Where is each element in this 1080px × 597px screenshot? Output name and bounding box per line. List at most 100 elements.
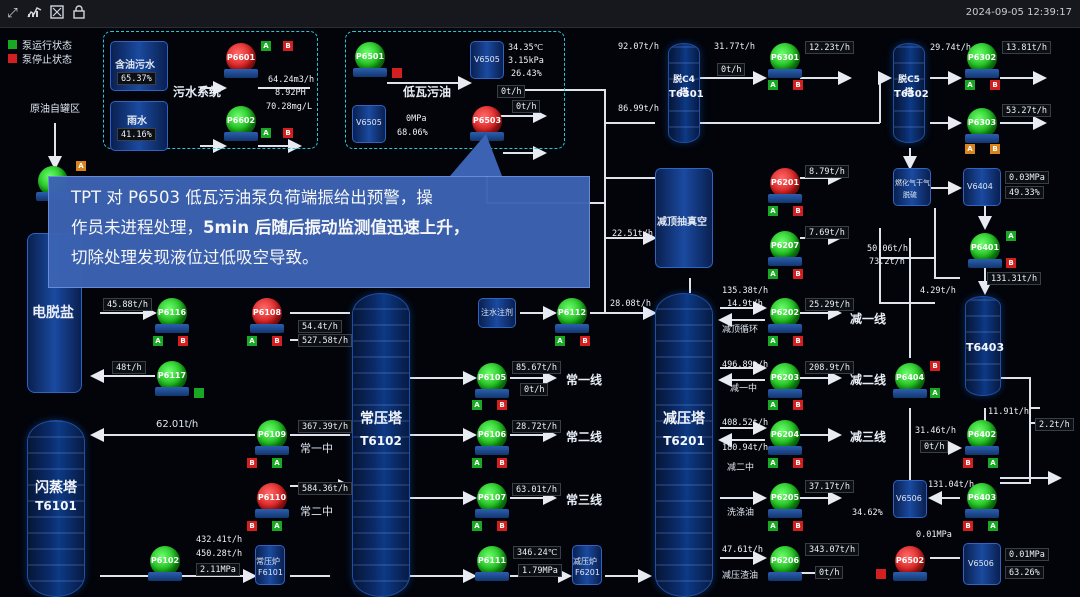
p6207-a: A xyxy=(768,269,778,279)
p6204-b: B xyxy=(793,458,803,468)
pump-p6204[interactable]: P6204 xyxy=(768,420,802,455)
atm-furnace-f6101[interactable] xyxy=(255,545,285,585)
legend-running: 泵运行状态 xyxy=(22,41,72,52)
legend-stopped: 泵停止状态 xyxy=(22,55,72,66)
oily-water-tank[interactable]: 含油污水 65.37% xyxy=(110,41,168,91)
p6404-b: B xyxy=(930,361,940,371)
pump-p6202[interactable]: P6202 xyxy=(768,298,802,333)
p6108-flow1: 54.4t/h xyxy=(298,320,342,333)
p6112-a: A xyxy=(555,336,565,346)
pump-p6403[interactable]: P6403 xyxy=(965,483,999,518)
pump-p6601-b: B xyxy=(283,41,293,51)
desalter-label: 电脱盐 xyxy=(32,305,74,321)
pump-p6205[interactable]: P6205 xyxy=(768,483,802,518)
dry-gas-desulfur[interactable]: 燃化气干气 脱硫 xyxy=(893,168,931,206)
pump-p6106[interactable]: P6106 xyxy=(475,420,509,455)
p6105-flow1: 85.67t/h xyxy=(512,361,561,374)
chart-icon[interactable] xyxy=(26,5,43,22)
vessel-v6505-a[interactable]: V6505 xyxy=(352,105,386,143)
p6108-b: B xyxy=(272,336,282,346)
vac-tower-t6201[interactable]: 减压塔 T6201 xyxy=(655,293,713,597)
atm-tower-t6102[interactable]: 常压塔 T6102 xyxy=(352,293,410,597)
pump-p6302[interactable]: P6302 xyxy=(965,43,999,78)
p6108-a: A xyxy=(247,336,257,346)
p6111-press: 1.79MPa xyxy=(518,564,562,577)
p6203-a: A xyxy=(768,400,778,410)
pump-p6503[interactable]: P6503 xyxy=(470,106,504,141)
p6109-return-flow: 62.01t/h xyxy=(156,419,199,430)
pump-p6203[interactable]: P6203 xyxy=(768,363,802,398)
pump-p6201[interactable]: P6201 xyxy=(768,168,802,203)
c4-tower-t6301[interactable]: 脱C4塔 T6301 xyxy=(668,43,704,143)
pump-p6107[interactable]: P6107 xyxy=(475,483,509,518)
pump-p6207[interactable]: P6207 xyxy=(768,231,802,266)
pump-p6602-b: B xyxy=(283,128,293,138)
lock-icon[interactable] xyxy=(70,5,87,22)
pump-p6601[interactable]: P6601 xyxy=(224,43,258,78)
crude-tank-label: 原油自罐区 xyxy=(30,104,80,115)
p6205-a: A xyxy=(768,521,778,531)
vessel-v6505-b[interactable]: V6505 xyxy=(470,41,504,79)
pump-p6111[interactable]: P6111 xyxy=(475,546,509,581)
pump-p6108[interactable]: P6108 xyxy=(250,298,284,333)
alarm-callout: TPT 对 P6503 低瓦污油泵负荷端振给出预警，操 作员未进程处理，5min… xyxy=(48,176,590,288)
pump-p6501[interactable]: P6501 xyxy=(353,42,387,77)
p6102-press: 2.11MPa xyxy=(196,563,240,576)
sewage-ph: 8.92PH xyxy=(275,88,306,98)
pump-p6401[interactable]: P6401 xyxy=(968,233,1002,268)
p6402-a: A xyxy=(988,458,998,468)
flash-tower-t6101[interactable]: 闪蒸塔 T6101 xyxy=(27,420,85,597)
p6501-status xyxy=(392,68,402,78)
v6505-level: 68.06% xyxy=(397,128,428,138)
t6403-flow5: 131.04t/h xyxy=(928,480,975,490)
p6301-b: B xyxy=(793,80,803,90)
pump-p6109[interactable]: P6109 xyxy=(255,420,289,455)
pump-p6301[interactable]: P6301 xyxy=(768,43,802,78)
water-inject[interactable]: 注水注剂 xyxy=(478,298,516,328)
expand-icon[interactable]: ⤢ xyxy=(7,6,18,21)
tower-t6403[interactable]: T6403 xyxy=(965,296,1004,396)
vessel-v6506-b[interactable]: V6506 xyxy=(963,543,1001,585)
p6116-b: B xyxy=(178,336,188,346)
vessel-v6506-a[interactable]: V6506 xyxy=(893,480,927,518)
pump-p6602[interactable]: P6602 xyxy=(224,106,258,141)
pump-p6206[interactable]: P6206 xyxy=(768,546,802,581)
p6105-flow2: 0t/h xyxy=(520,383,549,396)
rain-water-tank[interactable]: 雨水 41.16% xyxy=(110,101,168,151)
v6506-level-a: 34.62% xyxy=(852,508,883,518)
vac-furnace-f6201[interactable] xyxy=(572,545,602,585)
p6401-flow: 131.31t/h xyxy=(987,272,1042,285)
c5-tower-t6302[interactable]: 脱C5塔 T6302 xyxy=(893,43,929,143)
top-toolbar: ⤢ 2024-09-05 12:39:17 xyxy=(0,0,1080,28)
fullscreen-icon[interactable] xyxy=(48,5,65,22)
pump-p6303[interactable]: P6303 xyxy=(965,108,999,143)
vac-top-ejector[interactable]: 减顶抽真空 xyxy=(655,168,713,268)
vessel-v6404[interactable]: V6404 xyxy=(963,168,1001,206)
p6302-b: B xyxy=(990,80,1000,90)
v6505-level2: 26.43% xyxy=(511,69,542,79)
pump-p6404[interactable]: P6404 xyxy=(893,363,927,398)
atm-line-3: 常三线 xyxy=(566,493,603,507)
p6302-a: A xyxy=(965,80,975,90)
p6106-b: B xyxy=(497,458,507,468)
p6109-b: B xyxy=(247,458,257,468)
vac-pumparound-2: 减二中 xyxy=(727,463,755,473)
p6106-flow: 28.72t/h xyxy=(512,420,561,433)
pump-p6402[interactable]: P6402 xyxy=(965,420,999,455)
p6201-flow: 8.79t/h xyxy=(805,165,849,178)
pump-p6117[interactable]: P6117 xyxy=(155,361,189,396)
pump-p6102[interactable]: P6102 xyxy=(148,546,182,581)
pump-p6116[interactable]: P6116 xyxy=(155,298,189,333)
p6109-flow: 367.39t/h xyxy=(298,420,353,433)
pump-p6602-a: A xyxy=(261,128,271,138)
p6107-b: B xyxy=(497,521,507,531)
p6108-flow2: 527.58t/h xyxy=(298,334,353,347)
p6110-b: B xyxy=(247,521,257,531)
vac-top-flow: 22.51t/h xyxy=(612,229,653,239)
pump-p6110[interactable]: P6110 xyxy=(255,483,289,518)
pump-p6502[interactable]: P6502 xyxy=(893,546,927,581)
pump-p6112[interactable]: P6112 xyxy=(555,298,589,333)
c5-flow-b: 13.81t/h xyxy=(1002,41,1051,54)
pump-p6105[interactable]: P6105 xyxy=(475,363,509,398)
vac-b3: 208.9t/h xyxy=(805,361,854,374)
